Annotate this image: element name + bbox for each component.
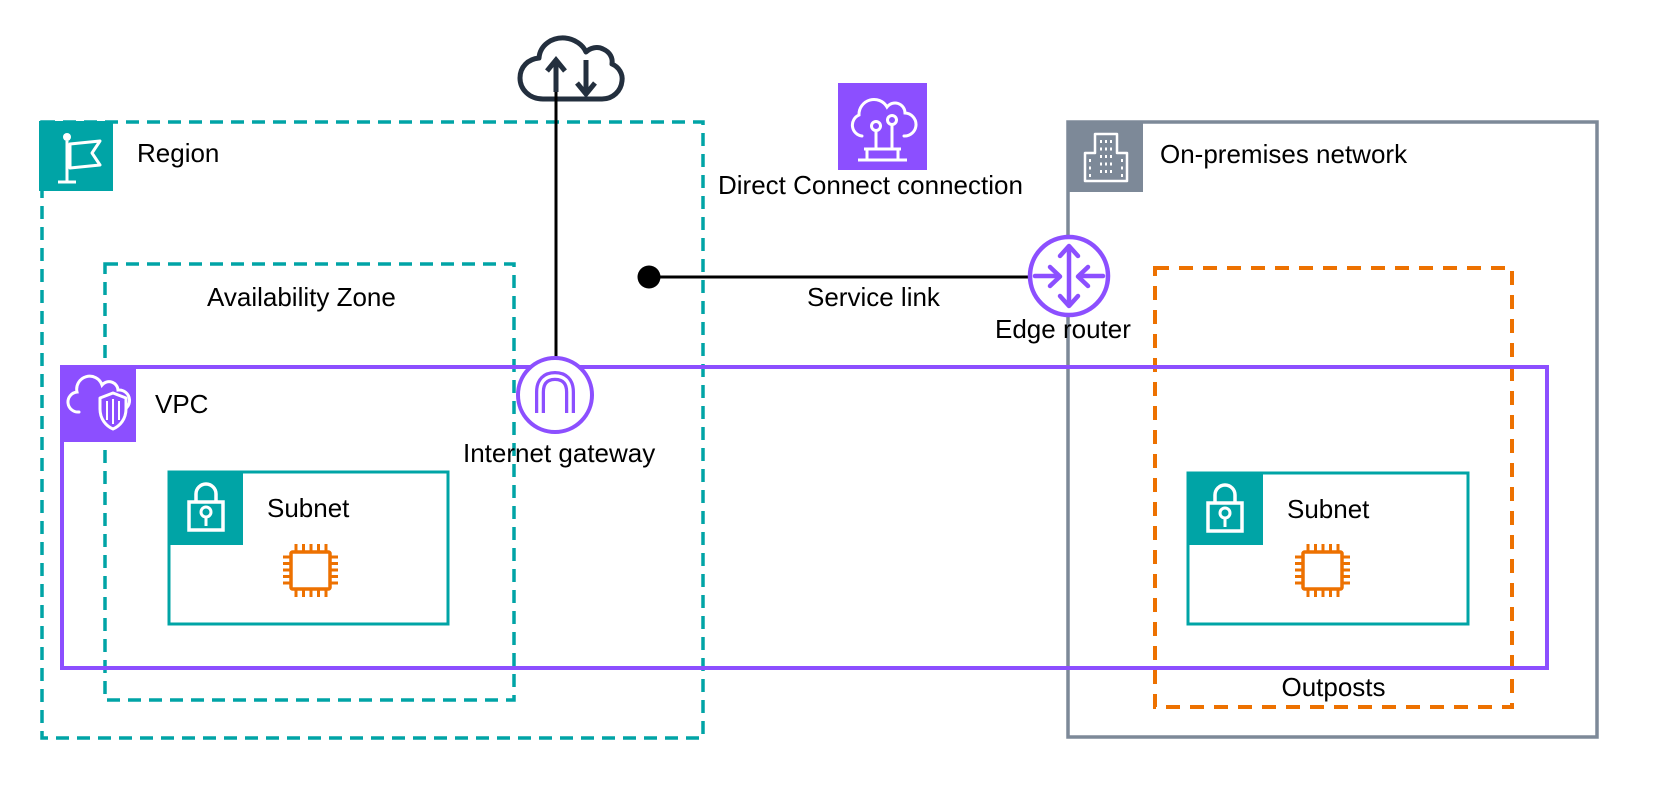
region-subnet-box xyxy=(167,470,450,626)
vpc-box xyxy=(60,365,1549,670)
on-premises-network-box xyxy=(1066,120,1599,739)
direct-connect-label: Direct Connect connection xyxy=(718,170,1023,200)
lock-icon xyxy=(1188,473,1263,545)
cloud-up-down-arrows-icon xyxy=(517,35,625,102)
availability-zone-box xyxy=(103,262,516,702)
vpc-label: VPC xyxy=(155,389,209,419)
region-subnet-label: Subnet xyxy=(267,493,350,523)
router-arrows-icon xyxy=(1027,234,1111,318)
internet-gateway-label: Internet gateway xyxy=(463,438,656,468)
chip-icon xyxy=(283,544,338,597)
region-box xyxy=(40,120,705,740)
cloud-shield-icon xyxy=(61,367,136,442)
service-link-label: Service link xyxy=(807,282,940,312)
cloud-arrows xyxy=(545,56,597,98)
lock-icon xyxy=(169,472,243,545)
availability-zone-label: Availability Zone xyxy=(207,282,396,312)
outposts-label: Outposts xyxy=(1281,672,1386,702)
cloud-circuit-icon xyxy=(838,83,927,170)
outposts-subnet-box xyxy=(1186,471,1470,626)
outposts-box xyxy=(1153,266,1514,709)
building-icon xyxy=(1068,122,1143,192)
service-link-endpoint-dot xyxy=(637,265,661,289)
region-label: Region xyxy=(137,138,220,168)
outposts-subnet-label: Subnet xyxy=(1287,494,1370,524)
gateway-arch-icon xyxy=(516,356,594,434)
edge-router-label: Edge router xyxy=(995,314,1131,344)
chip-icon xyxy=(1295,544,1350,597)
on-premises-network-label: On-premises network xyxy=(1160,139,1408,169)
flag-icon xyxy=(39,121,113,191)
